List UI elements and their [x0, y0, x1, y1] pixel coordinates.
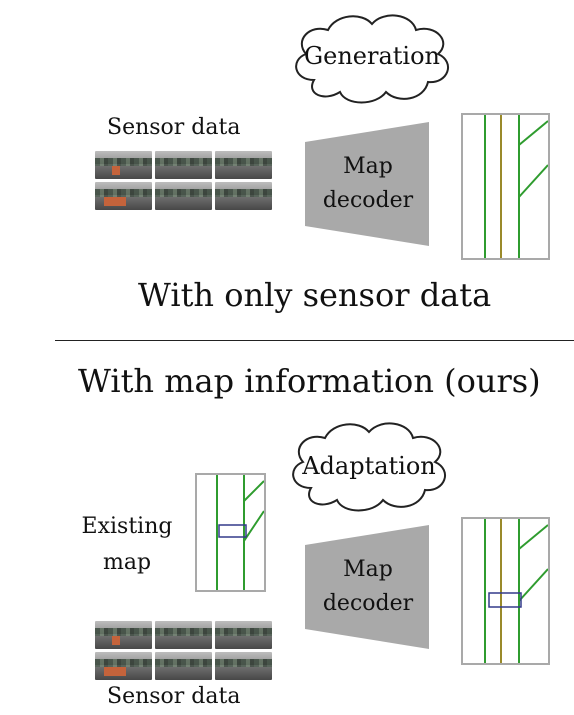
top-sensor-data-label: Sensor data: [107, 115, 241, 140]
camera-image: [95, 652, 152, 680]
decoder-line-1: Map: [343, 154, 393, 179]
decoder-line-1: Map: [343, 557, 393, 582]
top-sensor-thumbnails: [95, 151, 272, 210]
existing-map-label: Existing map: [70, 509, 184, 581]
bottom-output-map: [461, 517, 550, 665]
top-map-decoder-shape: [305, 122, 429, 246]
existing-line-1: Existing: [81, 514, 173, 539]
camera-image: [95, 151, 152, 179]
top-output-map-lanes: [484, 115, 549, 258]
existing-map: [195, 473, 266, 592]
camera-image: [95, 182, 152, 210]
camera-image: [155, 621, 212, 649]
decoder-line-2: decoder: [322, 188, 414, 213]
camera-image: [215, 182, 272, 210]
section-divider: [55, 340, 574, 341]
camera-image: [215, 621, 272, 649]
top-output-map: [461, 113, 550, 260]
generation-cloud-icon: [295, 14, 450, 104]
camera-image: [155, 652, 212, 680]
existing-map-lanes: [216, 475, 265, 590]
bottom-sensor-data-label: Sensor data: [107, 684, 241, 709]
bottom-map-decoder-shape: [305, 525, 429, 649]
bottom-heading: With map information (ours): [78, 362, 541, 400]
camera-image: [155, 182, 212, 210]
bottom-output-map-lanes: [484, 519, 549, 663]
adaptation-cloud-icon: [292, 422, 447, 512]
bottom-sensor-thumbnails: [95, 621, 272, 680]
camera-image: [215, 652, 272, 680]
existing-line-2: map: [102, 550, 152, 575]
top-caption: With only sensor data: [138, 276, 492, 314]
camera-image: [155, 151, 212, 179]
camera-image: [95, 621, 152, 649]
adaptation-label: Adaptation: [302, 452, 436, 480]
generation-label: Generation: [303, 42, 441, 70]
top-map-decoder-label: Map decoder: [305, 150, 431, 218]
camera-image: [215, 151, 272, 179]
decoder-line-2: decoder: [322, 591, 414, 616]
bottom-map-decoder-label: Map decoder: [305, 553, 431, 621]
